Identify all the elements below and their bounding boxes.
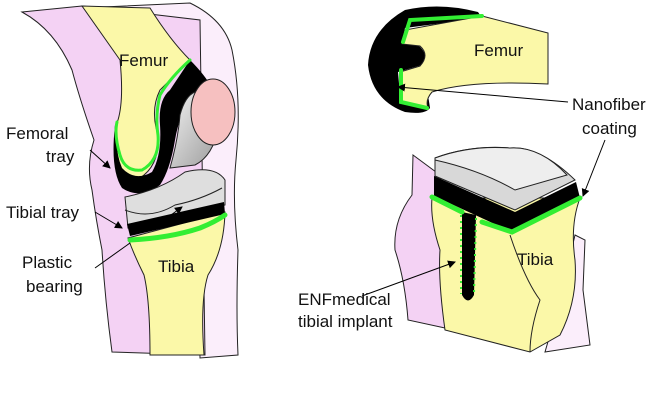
label-femoral-tray-1: Femoral [6,124,68,143]
tibia-inner-line [509,234,541,353]
tibial-coating [127,212,228,243]
implant-arrow [361,260,456,297]
nanofiber-arrow-femur [397,83,569,103]
tibia-coating [429,194,583,235]
nanofiber-arrow-tibia [581,139,606,197]
tibial-stem [462,212,476,301]
stem-coating [460,215,477,295]
label-plastic-bearing-1: Plastic [22,253,73,272]
label-nanofiber-1: Nanofiber [572,95,646,114]
femur-component [368,6,482,113]
plastic-bearing-leader [94,242,131,269]
label-tibia-right: Tibia [517,250,554,269]
bearing-arrow [159,206,183,224]
femoral-tray-arrow [89,149,111,169]
left-knee-side-view: Femur Femoral tray Tibial tray Plastic b… [6,2,239,359]
label-plastic-bearing-2: bearing [26,277,83,296]
label-femur: Femur [119,51,168,70]
bearing-inner-line [124,187,223,215]
label-tibial-tray: Tibial tray [6,203,80,222]
label-implant-1: ENFmedical [298,290,391,309]
label-tibia: Tibia [158,257,195,276]
label-femoral-tray-2: tray [46,147,75,166]
tibial-tray [127,202,225,236]
femoral-coating [114,58,192,172]
plastic-insert-top [434,146,568,191]
label-femur-right: Femur [474,41,523,60]
tibial-tray-black [434,176,580,232]
patella [190,78,236,146]
right-implant-view: Femur Nanofiber coating Tibia ENFmedical… [298,6,646,353]
label-implant-2: tibial implant [298,312,393,331]
femur-bone-right [399,15,549,109]
femur-coating [399,14,484,110]
tibial-tray-arrow [94,211,123,229]
label-nanofiber-2: coating [582,119,637,138]
femoral-tray [113,60,212,194]
tibia-bone [127,211,226,356]
